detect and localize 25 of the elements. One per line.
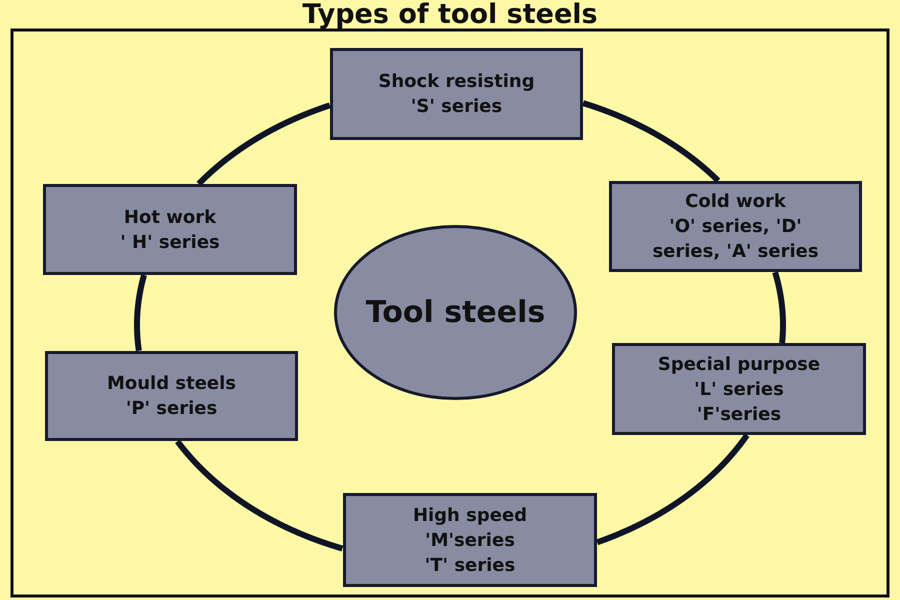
ring-arc-line [196, 102, 332, 187]
series-text: 'P' series [126, 397, 218, 421]
series-text: 'L' series [694, 378, 784, 402]
category-box [343, 493, 597, 587]
center-label: Tool steels [366, 294, 546, 330]
category-box [330, 48, 583, 140]
series-text: ' H' series [120, 230, 220, 254]
series-text: 'F'series [696, 402, 782, 426]
steel-type-heading: Cold work [685, 190, 786, 214]
steel-type-heading: Special purpose [658, 352, 820, 376]
steel-type-heading: Mould steels [106, 372, 236, 396]
category-box [612, 343, 866, 435]
diagram-title: Types of tool steels [302, 0, 598, 30]
series-text: 'T' series [424, 554, 516, 578]
ring-arc-line [174, 438, 345, 552]
ring-arc-line [772, 270, 786, 346]
series-text: 'M'series [425, 528, 515, 552]
steel-type-heading: Hot work [124, 206, 216, 230]
category-box [45, 351, 298, 441]
series-text: 'O' series, 'D' series, 'A' series [651, 215, 820, 264]
steel-type-heading: Shock resisting [378, 70, 535, 94]
category-box [43, 184, 297, 275]
steel-type-heading: High speed [412, 504, 528, 528]
series-text: 'S' series [410, 95, 502, 119]
category-box [609, 181, 862, 272]
